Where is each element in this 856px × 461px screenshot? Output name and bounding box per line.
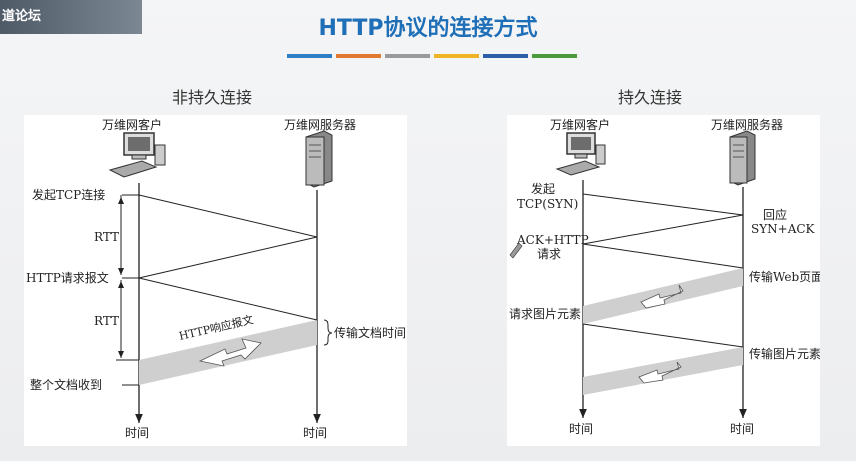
step-label: 发起TCP连接 [32, 187, 105, 202]
non-persistent-diagram: 万维网客户 万维网服务器 HTTP响应报文 发起TCP连接 HTTP请求报文 整… [24, 115, 407, 446]
pen-cursor-icon [509, 242, 523, 259]
response-band [139, 320, 317, 385]
image-request-message [582, 323, 744, 348]
step-label: HTTP请求报文 [26, 270, 109, 285]
server-label: 万维网服务器 [711, 117, 783, 132]
image-request-label: 请求图片元素 [509, 307, 581, 321]
color-bar-segment [385, 54, 430, 58]
right-heading: 持久连接 [618, 88, 683, 107]
persistent-svg: 万维网客户 万维网服务器 发起 TCP(SYN) 回应 SYN+ACK ACK+… [509, 117, 823, 436]
color-bar-segment [532, 54, 577, 58]
synack-message [138, 236, 318, 279]
client-computer-icon [555, 132, 606, 176]
syn-message [138, 194, 318, 238]
image-band [583, 347, 743, 395]
rtt-label: RTT [94, 230, 119, 244]
synack-message [582, 214, 744, 245]
synack-label-line2: SYN+ACK [751, 222, 816, 236]
color-bar-segment [336, 54, 381, 58]
web-arrow-icon [640, 284, 684, 309]
time-label: 时间 [730, 422, 754, 436]
response-arrow-icon [198, 338, 262, 367]
server-icon [729, 130, 756, 186]
rtt-label: RTT [94, 314, 119, 328]
syn-message [582, 193, 744, 216]
logo: 道论坛 [0, 0, 142, 34]
transfer-label: 传输文档时间 [334, 325, 406, 340]
client-label: 万维网客户 [550, 117, 610, 132]
ack-label-line2: 请求 [537, 247, 561, 261]
time-label: 时间 [125, 426, 149, 440]
ack-label-line1: ACK+HTTP [516, 233, 589, 247]
color-bar-segment [483, 54, 528, 58]
server-label: 万维网服务器 [284, 117, 356, 132]
request-message [138, 277, 318, 321]
image-transfer-label: 传输图片元素 [749, 346, 820, 361]
persistent-diagram: 万维网客户 万维网服务器 发起 TCP(SYN) 回应 SYN+ACK ACK+… [507, 115, 823, 446]
time-label: 时间 [569, 422, 593, 436]
client-computer-icon [108, 132, 166, 178]
image-arrow-icon [638, 361, 682, 384]
transfer-brace [323, 319, 333, 346]
time-label: 时间 [303, 426, 327, 440]
syn-label-line1: 发起 [531, 181, 555, 196]
logo-text: 道论坛 [2, 9, 42, 24]
client-label: 万维网客户 [102, 117, 162, 132]
synack-label-line1: 回应 [763, 207, 787, 222]
non-persistent-svg: 万维网客户 万维网服务器 HTTP响应报文 发起TCP连接 HTTP请求报文 整… [26, 117, 406, 440]
step-label: 整个文档收到 [30, 377, 102, 392]
color-bar-segment [434, 54, 479, 58]
request-message [582, 243, 744, 269]
syn-label-line2: TCP(SYN) [517, 197, 578, 211]
web-page-band [583, 268, 743, 324]
left-heading: 非持久连接 [172, 88, 253, 107]
color-bar-segment [287, 54, 332, 58]
server-icon [305, 130, 333, 188]
web-page-label: 传输Web页面 [749, 269, 820, 284]
page-title: HTTP协议的连接方式 [318, 16, 538, 41]
